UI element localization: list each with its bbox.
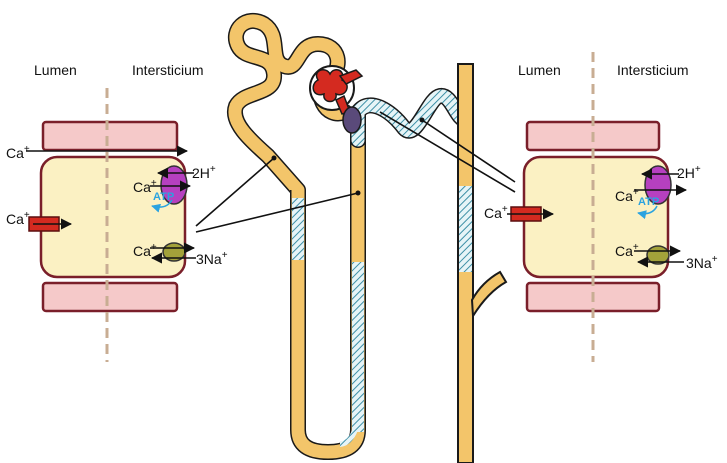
- left-pump-h-label: 2H+: [192, 164, 216, 181]
- collecting-duct-hatched: [459, 186, 472, 272]
- nephron-tubule: [226, 12, 508, 463]
- right-exchanger-na-label: 3Na+: [686, 254, 718, 271]
- right-intersticium-header: Intersticium: [617, 62, 689, 78]
- left-atp-label: ATP: [153, 191, 174, 203]
- right-exchanger-ca-label: Ca+: [615, 242, 639, 259]
- right-pump-h-label: 2H+: [677, 164, 701, 181]
- left-atp-arrow: [151, 199, 173, 213]
- ascending-thick-hatched-segment: [352, 262, 364, 432]
- pointer-dot-proximal: [271, 155, 277, 161]
- pointer-to-ascending: [195, 192, 359, 233]
- right-pump-ca-label: Ca+: [615, 187, 639, 204]
- left-pump-ca-label: Ca+: [133, 178, 157, 195]
- left-cell-panel: Lumen Intersticium Ca+ Ca+ Ca+ 2H+ ATP C…: [6, 62, 228, 362]
- loop-of-henle: [291, 140, 365, 459]
- collecting-duct-branch: [470, 270, 508, 320]
- afferent-arteriole: [338, 69, 364, 85]
- left-neighbor-cell-top: [41, 120, 179, 152]
- loop-of-henle-outline: [290, 140, 366, 460]
- pointer-to-distal-2: [379, 111, 516, 193]
- loop-bottom-hatched: [340, 430, 358, 447]
- left-ca-channel-label: Ca+: [6, 210, 30, 227]
- pointer-to-distal: [421, 119, 516, 183]
- pointer-to-proximal: [195, 157, 275, 227]
- pointer-dot-ascending: [355, 190, 361, 196]
- right-ca-channel-label: Ca+: [484, 204, 508, 221]
- macula-densa: [342, 106, 362, 134]
- left-neighbor-cell-bottom: [41, 281, 179, 313]
- right-atp-label: ATP: [638, 196, 659, 208]
- glomerulus: [312, 69, 348, 103]
- descending-hatched-segment: [292, 198, 304, 260]
- right-atp-arrow: [637, 205, 658, 220]
- pointer-dot-distal: [419, 117, 425, 123]
- left-intersticium-header: Intersticium: [132, 62, 204, 78]
- right-lumen-header: Lumen: [518, 62, 561, 78]
- left-exchanger-na-label: 3Na+: [196, 250, 228, 267]
- distal-tubule: [351, 89, 473, 147]
- left-paracellular-ca-label: Ca+: [6, 144, 30, 161]
- left-lumen-header: Lumen: [34, 62, 77, 78]
- pointer-lines: [195, 111, 516, 233]
- right-cell-panel: Lumen Intersticium Ca+ Ca+ 2H+ ATP Ca+ 3…: [484, 52, 718, 362]
